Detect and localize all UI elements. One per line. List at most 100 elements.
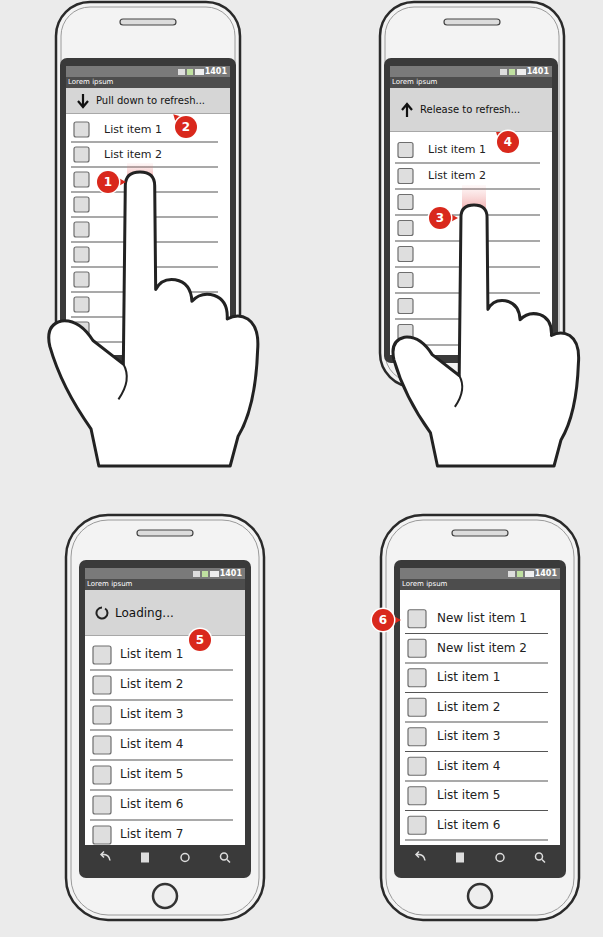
hand: [49, 172, 258, 466]
spinner-icon: [96, 606, 109, 619]
screen-bezel: [79, 560, 251, 878]
band-text: Pull down to refresh...: [96, 95, 205, 106]
status-bar: [66, 66, 230, 77]
battery-icon: [210, 571, 219, 577]
arrow-up-icon: [402, 104, 412, 117]
thumb-crease: [455, 376, 462, 407]
row-divider: [90, 759, 233, 760]
earpiece: [120, 19, 176, 25]
list-item-text: List item 2: [428, 170, 486, 182]
list-item-text: List item 5: [437, 789, 500, 802]
refresh-icon: [181, 854, 189, 862]
search-handle: [227, 860, 230, 863]
list-checkbox: [74, 172, 89, 187]
list-checkbox: [74, 297, 89, 312]
row-divider: [90, 819, 233, 820]
list-checkbox: [398, 299, 413, 314]
row-divider: [405, 721, 548, 722]
list-checkbox: [74, 247, 89, 262]
phone-body: [381, 515, 579, 920]
refresh-band: Release to refresh...: [390, 88, 552, 132]
title-bar-text: Lorem ipsum: [392, 79, 437, 87]
callout-number: 6: [372, 609, 394, 631]
signal-icon: [193, 571, 200, 577]
row-divider: [405, 633, 548, 634]
search-handle: [542, 860, 545, 863]
list-checkbox: [74, 197, 89, 212]
list-checkbox: [74, 222, 89, 237]
row-divider: [90, 669, 233, 670]
list-checkbox: [93, 766, 111, 784]
band-text: Loading...: [115, 606, 174, 620]
callout-number: 5: [189, 629, 211, 651]
earpiece: [452, 530, 508, 536]
wifi-icon: [187, 69, 193, 75]
refresh-icon: [496, 854, 504, 862]
band-icon: [76, 93, 90, 109]
wifi-icon: [202, 571, 208, 577]
row-divider: [90, 699, 233, 700]
list-checkbox: [93, 676, 111, 694]
title-bar: [400, 579, 560, 590]
home-button: [153, 884, 177, 908]
back-icon: [101, 852, 110, 861]
phone: [381, 515, 579, 920]
band-text: Release to refresh...: [420, 104, 520, 115]
home-button: [468, 884, 492, 908]
row-divider: [405, 839, 548, 840]
row-divider: [90, 729, 233, 730]
phone-rim: [71, 520, 259, 915]
thumb-crease: [118, 364, 126, 399]
list-item-text: List item 2: [120, 678, 183, 691]
list-checkbox: [408, 757, 426, 775]
back-icon: [416, 852, 425, 861]
list-checkbox: [93, 826, 111, 844]
earpiece: [137, 530, 193, 536]
list-checkbox: [398, 247, 413, 262]
title-bar: [390, 77, 552, 88]
row-divider: [405, 662, 548, 663]
list-item-text: List item 2: [437, 701, 500, 714]
list-item-text: New list item 2: [437, 642, 527, 655]
list-checkbox: [398, 143, 413, 158]
screen-bezel: [394, 560, 566, 878]
list-checkbox: [398, 169, 413, 184]
signal-icon: [500, 69, 507, 75]
battery-icon: [517, 69, 526, 75]
list-item-text: List item 7: [120, 828, 183, 841]
band-icon: [95, 605, 109, 621]
list-checkbox: [408, 698, 426, 716]
title-bar-text: Lorem ipsum: [402, 581, 447, 589]
refresh-band: Pull down to refresh...: [66, 88, 230, 114]
hand: [393, 205, 579, 466]
list-item-text: List item 1: [104, 123, 162, 135]
callout-number: 3: [429, 207, 451, 229]
list-item-text: List item 4: [437, 760, 500, 773]
screen: [85, 568, 245, 845]
title-bar-text: Lorem ipsum: [87, 581, 132, 589]
search-icon: [536, 853, 543, 860]
callout-number: 1: [97, 171, 119, 193]
list-checkbox: [93, 796, 111, 814]
wifi-icon: [509, 69, 515, 75]
list-checkbox: [408, 639, 426, 657]
list-checkbox: [74, 272, 89, 287]
phone-rim: [386, 520, 574, 915]
row-divider: [90, 789, 233, 790]
battery-icon: [525, 571, 534, 577]
arrow-down-icon: [78, 94, 88, 107]
status-bar: [390, 66, 552, 77]
status-time: 1401: [535, 569, 557, 578]
refresh-band: Loading...: [85, 590, 245, 636]
list-checkbox: [93, 706, 111, 724]
nav-bar: [400, 845, 560, 870]
list-checkbox: [408, 787, 426, 805]
list-checkbox: [408, 816, 426, 834]
callout-number: 2: [175, 116, 197, 138]
list-checkbox: [93, 646, 111, 664]
list-item-text: List item 3: [120, 708, 183, 721]
earpiece: [444, 19, 500, 25]
signal-icon: [508, 571, 515, 577]
list-item-text: List item 1: [428, 144, 486, 156]
